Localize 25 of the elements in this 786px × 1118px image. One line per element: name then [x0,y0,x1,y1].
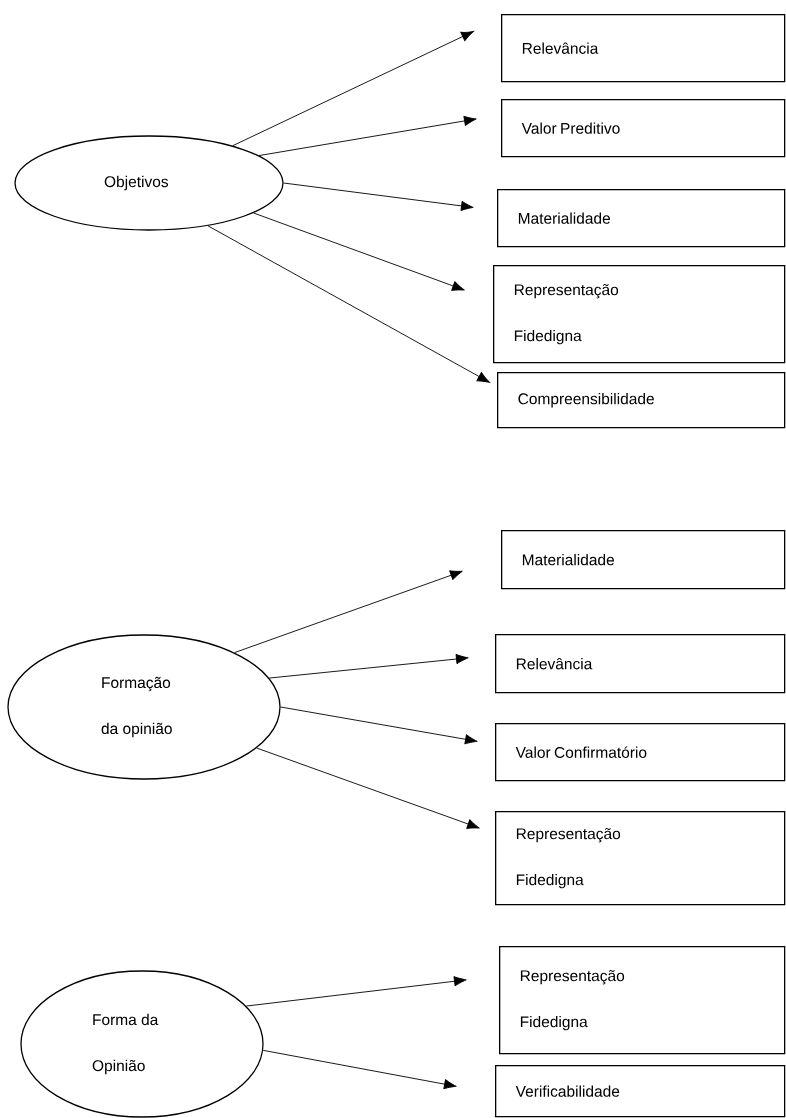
arrow [234,570,463,654]
text-box: Representação Fidedigna [495,811,786,906]
text-box: Valor Confirmatório [495,723,786,782]
arrow [280,706,478,745]
ellipse-node: Formação da opinião [7,634,281,780]
text-box: Compreensibilidade [497,372,786,429]
arrow [258,115,477,156]
text-box: Representação Fidedigna [499,946,786,1055]
arrow [232,30,474,147]
text-box: Verificabilidade [495,1065,786,1118]
ellipse-node: Objetivos [14,135,284,231]
arrow [253,212,465,291]
arrow [268,653,469,679]
arrow [245,976,467,1007]
text-box: Materialidade [501,530,786,590]
text-box: Relevância [501,14,786,83]
arrow [207,225,490,383]
arrow [256,747,480,829]
text-box: Materialidade [497,189,786,248]
text-box: Valor Preditivo [501,99,786,158]
arrow [262,1049,457,1090]
text-box: Relevância [495,634,786,694]
ellipse-node: Forma da Opinião [20,970,264,1118]
arrow [283,182,474,212]
text-box: Representação Fidedigna [493,265,786,364]
